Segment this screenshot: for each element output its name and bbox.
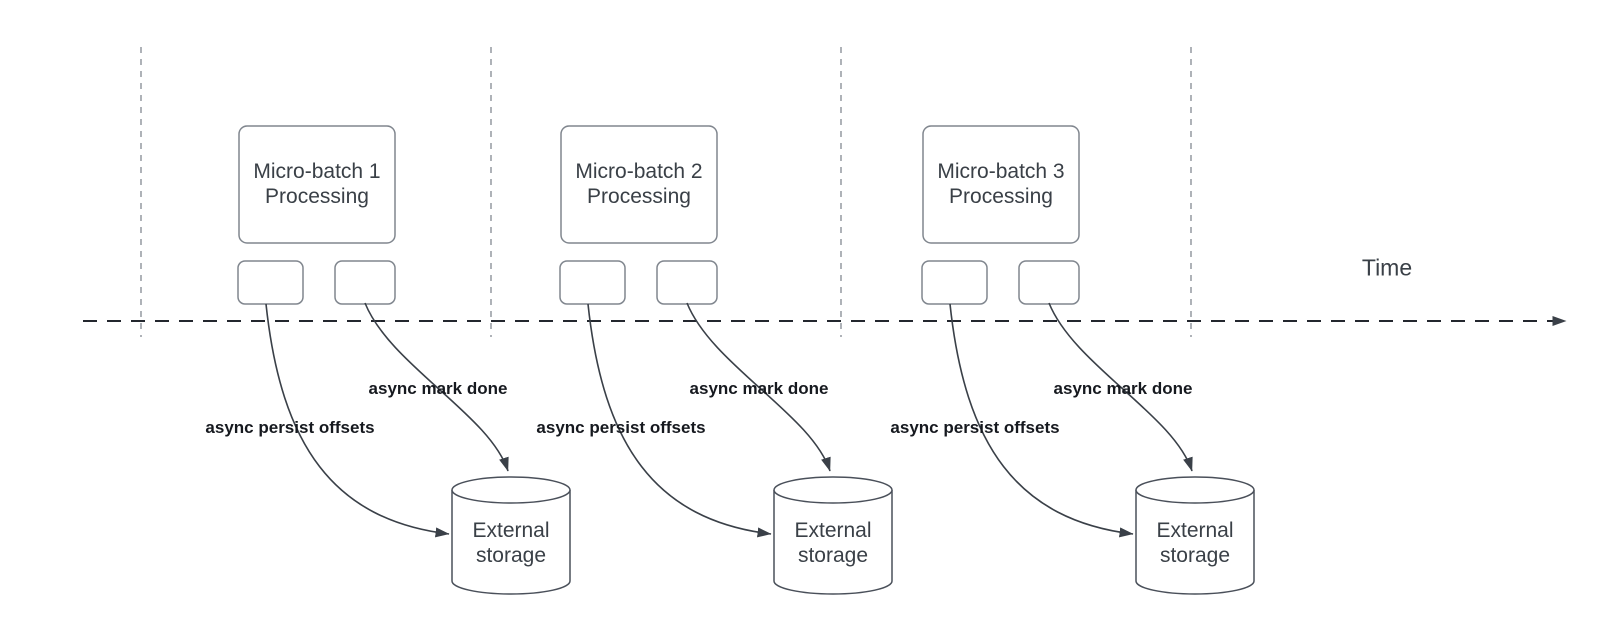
offset-task-box-1 — [237, 260, 304, 305]
micro-batch-2-box — [560, 125, 718, 244]
external-storage-cylinder-body-1 — [451, 490, 571, 595]
done-task-box-2 — [656, 260, 718, 305]
mark-done-arrow-2 — [686, 302, 831, 472]
mark-done-arrow-1 — [364, 302, 509, 472]
done-task-box-3 — [1018, 260, 1080, 305]
done-task-box-1 — [334, 260, 396, 305]
external-storage-cylinder-top-3 — [1135, 476, 1255, 504]
micro-batch-1-group — [237, 125, 571, 595]
micro-batch-3-group — [921, 125, 1255, 595]
persist-offsets-arrow-2 — [587, 303, 772, 538]
persist-offsets-arrow-3 — [949, 303, 1134, 538]
micro-batch-1-box — [238, 125, 396, 244]
external-storage-cylinder-body-3 — [1135, 490, 1255, 595]
external-storage-cylinder-top-1 — [451, 476, 571, 504]
micro-batch-3-box — [922, 125, 1080, 244]
micro-batch-2-group — [559, 125, 893, 595]
persist-offsets-arrow-1 — [265, 303, 450, 538]
external-storage-cylinder-body-2 — [773, 490, 893, 595]
offset-task-box-2 — [559, 260, 626, 305]
external-storage-cylinder-top-2 — [773, 476, 893, 504]
offset-task-box-3 — [921, 260, 988, 305]
mark-done-arrow-3 — [1048, 302, 1193, 472]
